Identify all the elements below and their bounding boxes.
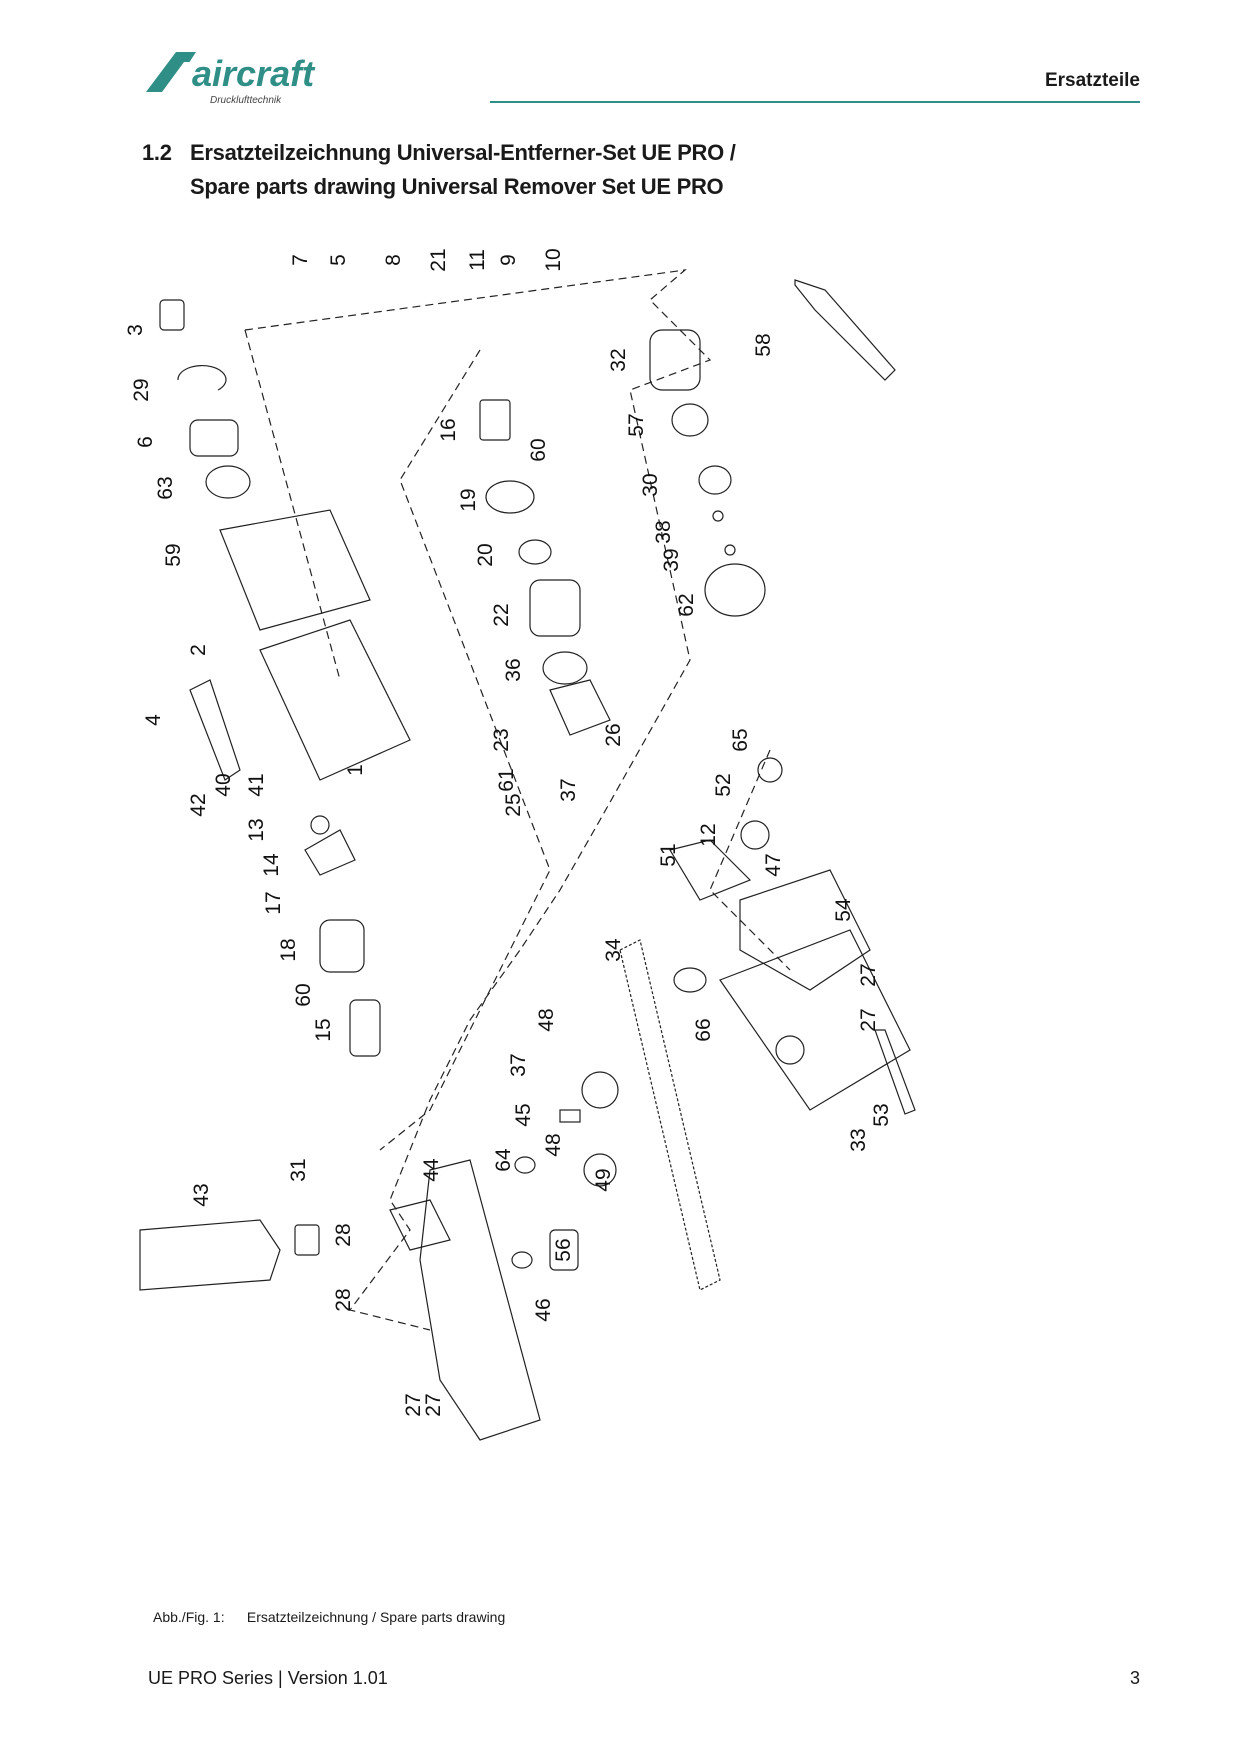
part-number-label: 17: [262, 891, 285, 914]
part-number-label: 30: [639, 473, 662, 496]
part-number-label: 28: [332, 1223, 355, 1246]
aircraft-logo: aircraft Drucklufttechnik: [140, 48, 380, 108]
part-number-label: 20: [474, 543, 497, 566]
part-number-label: 31: [287, 1158, 310, 1181]
part-number-label: 29: [130, 378, 153, 401]
heading-line-german: Ersatzteilzeichnung Universal-Entferner-…: [190, 140, 736, 165]
part-number-label: 48: [542, 1133, 565, 1156]
logo-wordmark: aircraft: [192, 53, 316, 94]
part-number-label: 4: [142, 714, 165, 726]
part-number-label: 60: [292, 983, 315, 1006]
part-number-label: 2: [187, 644, 210, 656]
part-number-label: 57: [625, 413, 648, 436]
heading-line-english: Spare parts drawing Universal Remover Se…: [190, 174, 724, 199]
part-number-label: 16: [437, 418, 460, 441]
part-number-label: 18: [277, 938, 300, 961]
part-number-label: 65: [729, 728, 752, 751]
part-number-label: 8: [382, 254, 405, 266]
footer-series-version: UE PRO Series | Version 1.01: [148, 1668, 388, 1688]
part-number-label: 42: [187, 793, 210, 816]
part-number-label: 63: [154, 476, 177, 499]
part-number-label: 23: [490, 728, 513, 751]
part-number-label: 51: [657, 843, 680, 866]
header-divider: [490, 101, 1140, 103]
part-number-label: 37: [507, 1053, 530, 1076]
part-number-label: 44: [420, 1158, 443, 1182]
part-number-label: 22: [490, 603, 513, 626]
part-number-label: 58: [752, 333, 775, 356]
part-number-label: 54: [832, 898, 855, 922]
part-number-label: 27: [422, 1393, 445, 1416]
part-number-label: 60: [527, 438, 550, 461]
part-number-label: 59: [162, 543, 185, 566]
section-label: Ersatzteile: [1044, 70, 1140, 91]
part-number-label: 66: [692, 1018, 715, 1041]
part-number-label: 27: [402, 1393, 425, 1416]
part-number-label: 9: [497, 254, 520, 266]
part-number-label: 25: [502, 793, 525, 816]
footer-page-number: 3: [1129, 1668, 1140, 1688]
part-number-label: 40: [212, 773, 235, 796]
assembly-outlines: [139, 269, 916, 1441]
part-number-label: 56: [552, 1238, 575, 1261]
part-number-label: 37: [557, 778, 580, 801]
part-number-label: 5: [327, 254, 350, 266]
part-number-label: 34: [602, 938, 625, 962]
part-number-label: 53: [870, 1103, 893, 1126]
part-number-label: 12: [697, 823, 720, 846]
part-number-label: 7: [289, 254, 312, 266]
caption-text: Ersatzteilzeichnung / Spare parts drawin…: [246, 1609, 506, 1625]
part-number-label: 10: [542, 248, 565, 271]
part-number-label: 64: [492, 1148, 515, 1172]
part-number-label: 43: [190, 1183, 213, 1206]
part-number-label: 49: [592, 1168, 615, 1191]
part-number-label: 26: [602, 723, 625, 746]
part-number-label: 39: [660, 548, 683, 571]
part-number-label: 47: [762, 853, 785, 876]
part-number-label: 6: [134, 436, 157, 448]
logo-subtext: Drucklufttechnik: [210, 95, 282, 106]
part-number-label: 32: [607, 348, 630, 371]
part-number-label: 38: [652, 520, 675, 543]
part-number-label: 36: [502, 658, 525, 681]
caption-label: Abb./Fig. 1:: [153, 1609, 225, 1625]
part-number-label: 19: [457, 488, 480, 511]
heading-number: 1.2: [142, 140, 172, 165]
part-number-label: 41: [245, 773, 268, 796]
part-number-label: 33: [847, 1128, 870, 1151]
part-number-label: 61: [495, 768, 518, 791]
part-number-label: 48: [535, 1008, 558, 1031]
part-number-label: 14: [260, 853, 283, 877]
part-number-label: 28: [332, 1288, 355, 1311]
part-number-label: 27: [857, 963, 880, 986]
part-number-label: 3: [124, 324, 147, 336]
part-number-label: 11: [466, 249, 489, 271]
aircraft-logo-mark: aircraft Drucklufttechnik: [146, 52, 316, 106]
part-number-label: 15: [312, 1018, 335, 1041]
part-number-label: 13: [245, 818, 268, 841]
part-number-label: 62: [675, 593, 698, 616]
part-number-label: 27: [857, 1008, 880, 1031]
part-number-label: 52: [712, 773, 735, 796]
figure-caption: Abb./Fig. 1: Ersatzteilzeichnung / Spare…: [153, 1609, 505, 1625]
part-number-label: 1: [344, 764, 367, 776]
part-number-label: 45: [512, 1103, 535, 1126]
part-number-label: 21: [427, 248, 450, 271]
part-number-label: 46: [532, 1298, 555, 1321]
